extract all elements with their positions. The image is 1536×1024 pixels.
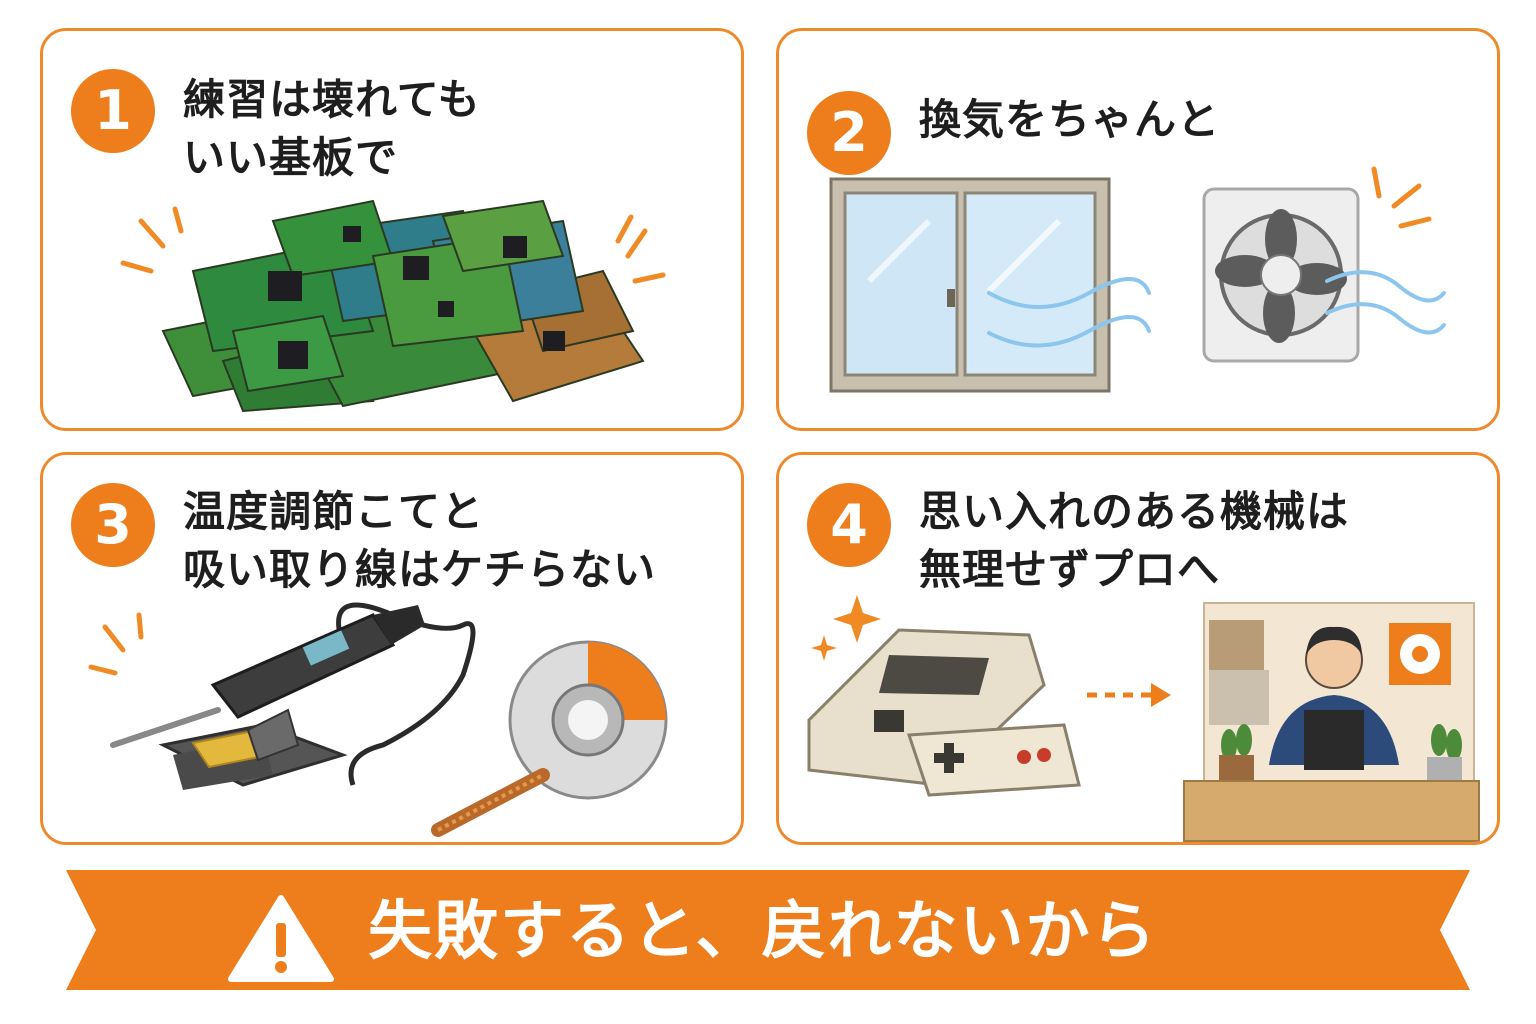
- tip-title-line: いい基板で: [183, 133, 399, 182]
- step-number-badge: 4: [807, 483, 891, 567]
- tip-title-line: 無理せずプロへ: [919, 545, 1221, 594]
- tip-card-1: 1 練習は壊れても いい基板で: [40, 28, 744, 431]
- sparkle-icon: [811, 595, 881, 661]
- tip-title: 換気をちゃんと: [919, 91, 1220, 149]
- soldering-iron-icon: [210, 613, 396, 719]
- game-controller-icon: [906, 723, 1081, 797]
- arrow-right-icon: [1151, 683, 1171, 707]
- shop-counter: [1183, 780, 1480, 842]
- tip-title-line: 換気をちゃんと: [919, 95, 1221, 144]
- repair-shop-illustration: [807, 595, 1480, 842]
- tip-card-3: 3 温度調節こてと 吸い取り線はケチらない: [40, 452, 744, 845]
- tip-title-line: 練習は壊れても: [183, 75, 481, 124]
- tip-title-line: 思い入れのある機械は: [919, 487, 1350, 536]
- tip-card-2: 2 換気をちゃんと: [776, 28, 1500, 431]
- tip-title: 練習は壊れても いい基板で: [183, 71, 481, 187]
- tip-title: 思い入れのある機械は 無理せずプロへ: [919, 483, 1349, 599]
- soldering-illustration: [88, 602, 668, 837]
- tip-title-line: 吸い取り線はケチらない: [183, 545, 657, 594]
- tip-card-4: 4 思い入れのある機械は 無理せずプロへ: [776, 452, 1500, 845]
- warning-icon: [228, 895, 334, 982]
- tip-title-line: 温度調節こてと: [183, 487, 485, 536]
- banner-message: 失敗すると、戻れないから: [368, 895, 1158, 969]
- tip-title: 温度調節こてと 吸い取り線はケチらない: [183, 483, 656, 599]
- step-number-badge: 3: [71, 483, 155, 567]
- step-number-badge: 1: [71, 69, 155, 153]
- circuit-boards-illustration: [120, 199, 666, 413]
- step-number-badge: 2: [807, 91, 891, 175]
- warning-banner: [66, 870, 1470, 990]
- ventilation-illustration: [829, 166, 1446, 393]
